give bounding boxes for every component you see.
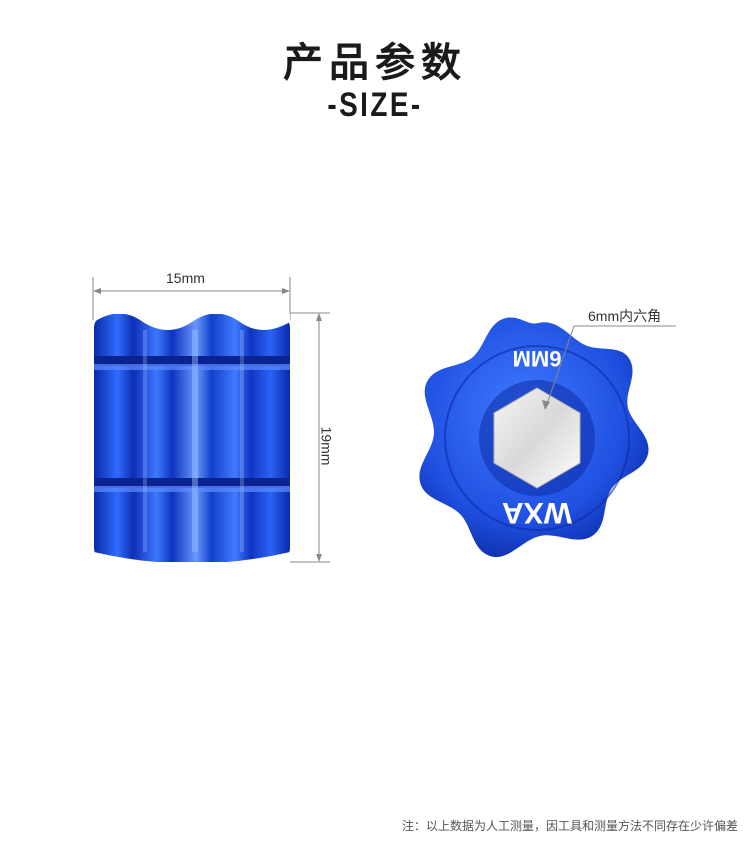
engraving-top: 6MM [513,346,562,371]
engraving-bottom: WXA [502,496,572,529]
disclaimer-note: 注：以上数据为人工测量，因工具和测量方法不同存在少许偏差 [401,819,738,833]
page-title: 产品参数 [283,40,467,86]
hex-callout-label: 6mm内六角 [588,308,662,324]
height-label: 19mm [318,426,335,466]
height-dimension [290,312,330,563]
callout-line [542,325,676,410]
side-view-part [94,313,290,564]
page-subtitle: -SIZE- [327,86,423,124]
width-label: 15mm [166,270,205,286]
top-view-part [419,317,649,558]
